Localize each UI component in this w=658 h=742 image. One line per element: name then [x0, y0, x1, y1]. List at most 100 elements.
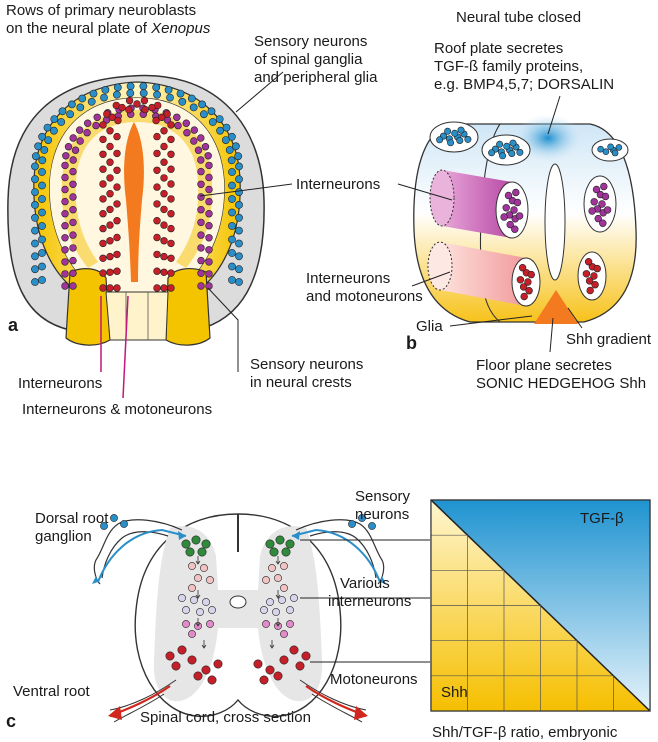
crest-neuron — [198, 100, 206, 109]
glia-label: Glia — [416, 318, 443, 335]
motoneuron — [279, 655, 289, 665]
crest-neuron — [38, 208, 46, 217]
crest-neuron — [153, 90, 161, 99]
crest-neuron — [31, 175, 39, 184]
motoneuron — [193, 671, 203, 681]
crest-neuron — [38, 181, 46, 190]
label-interneurons: Interneurons — [296, 176, 380, 193]
crest-neuron — [225, 146, 234, 154]
interneuron — [83, 119, 92, 127]
panel-a-title-2: on the neural plate of Xenopus — [6, 20, 211, 37]
label-crest-1: Sensory neurons — [250, 356, 363, 373]
interneuron — [260, 606, 268, 614]
crest-neuron — [31, 152, 40, 161]
crest-neuron — [152, 83, 161, 92]
crest-neuron — [31, 200, 39, 209]
motoneuron — [148, 103, 156, 112]
crest-neuron — [228, 181, 236, 190]
signal-arrow — [195, 556, 201, 565]
crest-neuron — [227, 132, 236, 141]
motoneuron — [113, 166, 121, 175]
interneuron — [178, 594, 186, 602]
crest-neuron — [235, 213, 243, 222]
ganglion-neuron — [457, 126, 465, 134]
sensory-relay-neuron — [265, 539, 275, 549]
crest-neuron — [139, 82, 148, 91]
motoneuron — [153, 250, 161, 259]
crest-neuron — [231, 142, 240, 151]
motoneuron — [525, 287, 533, 295]
motoneuron — [106, 158, 114, 166]
interneuron — [182, 620, 190, 628]
crest-neuron — [222, 123, 231, 132]
motoneuron — [295, 661, 305, 671]
interneuron — [61, 161, 69, 170]
drg-neuron — [100, 522, 108, 530]
interneuron — [502, 204, 510, 212]
crest-neuron — [235, 265, 243, 274]
ganglion-neuron — [496, 140, 504, 148]
c-ventral-root-label: Ventral root — [13, 683, 91, 700]
interneuron — [194, 574, 202, 582]
motoneuron — [99, 180, 107, 188]
interneuron — [61, 234, 69, 242]
sensory-relay-neuron — [269, 547, 279, 557]
ganglion-neuron — [516, 148, 524, 156]
motoneuron — [593, 264, 601, 273]
interneuron — [69, 193, 77, 201]
signal-arrow — [275, 590, 281, 599]
motoneuron — [591, 281, 599, 289]
floor-region — [105, 291, 169, 341]
crest-neuron — [34, 142, 42, 151]
floor-label-2: SONIC HEDGEHOG Shh — [476, 375, 646, 392]
interneuron — [69, 167, 77, 176]
interneuron — [268, 564, 276, 572]
interneuron — [286, 620, 294, 628]
interneuron — [69, 134, 77, 142]
interneuron — [206, 620, 214, 628]
interneuron — [197, 269, 205, 277]
interneuron — [598, 200, 606, 208]
crest-neuron — [227, 156, 236, 165]
motoneuron — [99, 269, 107, 277]
crest-neuron — [235, 200, 243, 209]
motoneuron — [177, 645, 187, 655]
motoneuron — [99, 150, 107, 159]
motoneuron — [584, 258, 593, 266]
drg-neuron — [348, 520, 356, 528]
interneuron — [205, 246, 213, 254]
crest-neuron — [187, 94, 196, 103]
signal-arrow — [275, 556, 281, 565]
crest-neuron — [40, 146, 49, 154]
interneuron — [61, 210, 69, 218]
crest-neuron — [164, 86, 173, 94]
motoneuron — [259, 675, 269, 685]
motoneuron — [160, 127, 168, 135]
motoneuron — [527, 270, 535, 279]
sensory-relay-neuron — [281, 547, 291, 557]
leader-shh — [567, 307, 583, 329]
crest-neuron — [228, 262, 236, 271]
interneuron — [286, 606, 294, 614]
motoneuron — [585, 277, 594, 285]
cross-section-neurons — [100, 514, 376, 685]
motoneuron — [103, 110, 111, 118]
sensory-relay-neuron — [197, 547, 207, 557]
interneuron — [200, 564, 208, 572]
ganglion-neuron — [499, 152, 507, 160]
drg-neuron — [358, 514, 366, 522]
crest-neuron — [38, 156, 47, 165]
interneuron — [262, 576, 270, 584]
motoneuron — [152, 116, 160, 125]
ganglion-neuron — [597, 145, 604, 153]
interneuron — [280, 562, 288, 570]
ganglion-neuron — [488, 149, 496, 157]
panel-a-title-species: Xenopus — [150, 20, 211, 37]
interneuron — [600, 182, 608, 191]
interneuron — [92, 121, 100, 130]
interneuron — [76, 137, 84, 145]
leader-b-interneurons — [397, 183, 453, 201]
ganglion-neuron — [456, 137, 464, 145]
motoneuron — [108, 113, 116, 122]
motoneuron — [113, 233, 121, 242]
